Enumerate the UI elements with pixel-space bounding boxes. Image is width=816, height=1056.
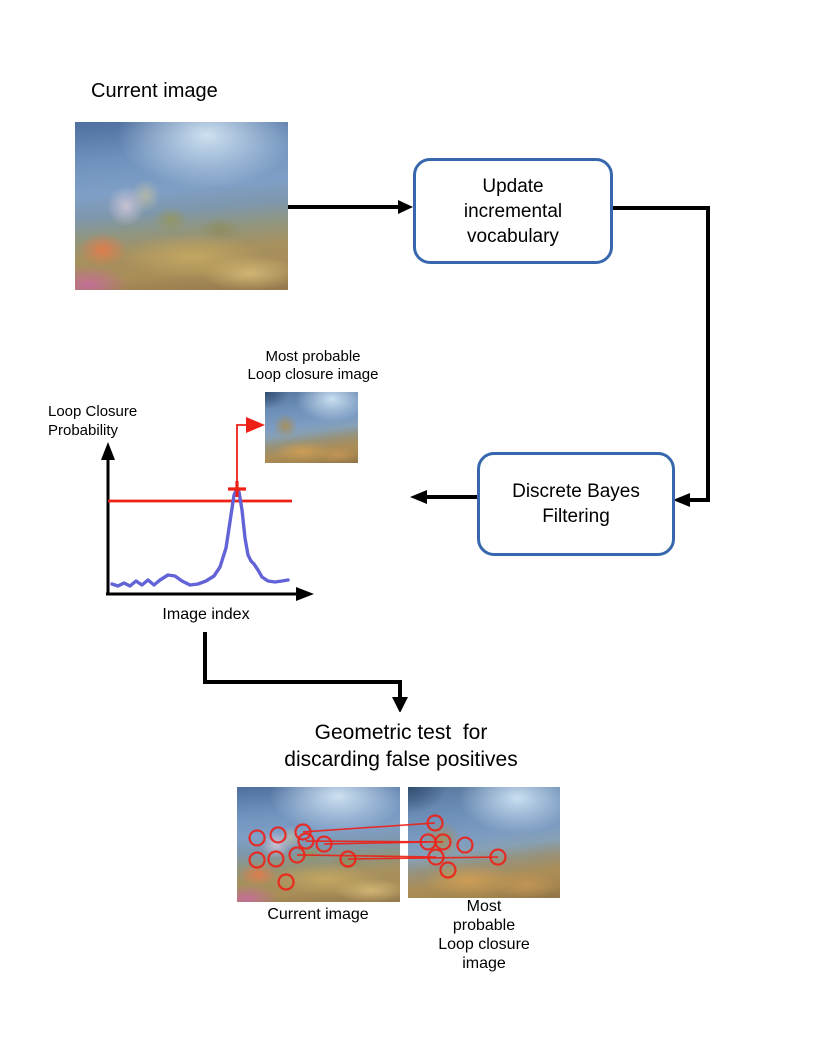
loop-closure-thumbnail-label: Most probable Loop closure image [247,348,379,383]
peak-pointer-arrow [236,417,265,487]
probability-curve [110,489,290,588]
geo-loop-closure-caption: Most probable Loop closure image [438,898,530,972]
geometric-test-box: Geometric test for discarding false posi… [222,712,580,972]
x-axis [106,587,314,601]
bayes-filtering-box: Discrete Bayes Filtering [477,452,675,556]
update-vocabulary-label: Update incremental vocabulary [463,175,563,247]
current-image-title: Current image [91,80,218,102]
arrow-bayes-to-plot [410,490,477,504]
bayes-filtering-label: Discrete Bayes Filtering [512,481,640,527]
geo-loop-closure-photo [408,787,560,898]
geometric-test-title: Geometric test for discarding false posi… [284,721,518,771]
update-vocabulary-box: Update incremental vocabulary [413,158,613,264]
current-image-photo [75,122,288,290]
arrow-image-to-update [288,200,413,214]
plot-y-axis-label: Loop Closure Probability [48,403,138,439]
plot-x-axis-label: Image index [162,606,250,623]
probability-plot [101,417,314,601]
y-axis [101,442,115,594]
geo-current-image-caption: Current image [267,906,369,923]
loop-closure-thumbnail-photo [265,392,358,463]
geo-current-image-photo [237,787,400,902]
arrow-plot-to-geometric [203,632,408,713]
